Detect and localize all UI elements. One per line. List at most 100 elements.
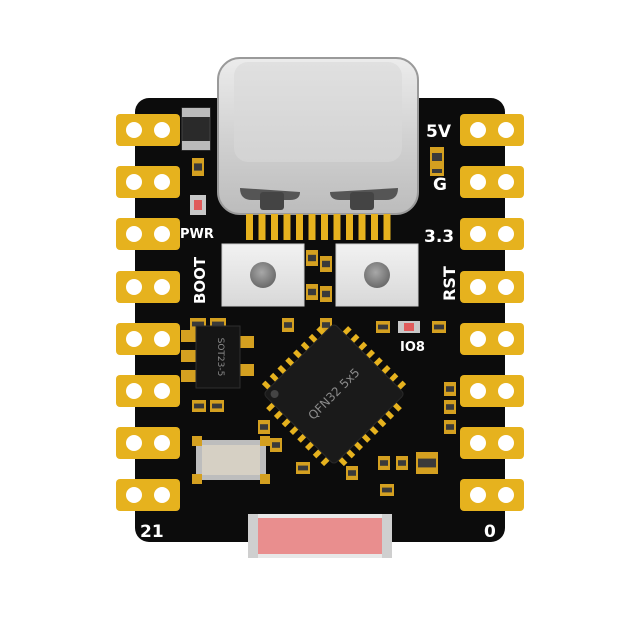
left-pin-hole: [126, 435, 142, 451]
usb-contact-pad: [271, 214, 278, 240]
qfn-pin: [312, 449, 322, 459]
qfn-pin: [365, 349, 376, 359]
left-pin-hole: [154, 487, 170, 503]
reset-button[interactable]: [335, 243, 419, 307]
usb-c-connector[interactable]: [217, 57, 419, 215]
right-pin-hole: [470, 122, 486, 138]
diode: [181, 107, 211, 151]
left-pin-hole: [126, 331, 142, 347]
right-pin-hole: [498, 383, 514, 399]
usb-contact-pad: [321, 214, 328, 240]
label-gnd: G: [433, 175, 447, 195]
smd-component-body: [298, 465, 308, 471]
qfn-pin: [269, 372, 279, 382]
right-pin-hole: [470, 331, 486, 347]
usb-contact-pad: [358, 214, 366, 240]
right-pin-pad: [460, 271, 524, 303]
left-pin-hole: [126, 487, 142, 503]
qfn-pin: [289, 425, 299, 436]
smd-component-body: [322, 260, 330, 268]
usb-contact-pad: [258, 214, 266, 240]
regulator-marking: SOT23-5: [215, 338, 225, 377]
left-pin-pad: [116, 114, 180, 146]
right-pin-pad: [460, 479, 524, 511]
qfn-pin: [350, 333, 360, 344]
left-pin-pad: [116, 166, 180, 198]
label-boot: BOOT: [191, 256, 209, 304]
qfn-pin: [377, 418, 387, 428]
qfn-pin: [285, 357, 295, 367]
smd-component-body: [284, 322, 292, 328]
smd-component-body: [446, 404, 454, 410]
right-pin-hole: [498, 174, 514, 190]
label-io8: IO8: [400, 340, 425, 355]
qfn-pin: [361, 433, 371, 443]
qfn-pin: [281, 418, 291, 428]
qfn-pin: [308, 333, 318, 344]
label-pwr: PWR: [180, 227, 214, 242]
qfn-pin: [389, 372, 399, 382]
qfn-pin: [316, 326, 326, 336]
right-pin-pad: [460, 375, 524, 407]
right-pin-header: [460, 114, 524, 511]
smd-component-body: [308, 288, 316, 296]
right-pin-hole: [498, 435, 514, 451]
usb-contact-pad: [346, 214, 353, 240]
qfn-pin: [342, 326, 352, 336]
left-pin-hole: [126, 122, 142, 138]
left-pin-hole: [126, 279, 142, 295]
left-pin-hole: [154, 279, 170, 295]
right-pin-pad: [460, 218, 524, 250]
right-pin-hole: [498, 122, 514, 138]
qfn-pin: [346, 449, 356, 459]
qfn-pin: [292, 349, 303, 359]
usb-contact-pad: [296, 214, 303, 240]
usb-contact-pad: [371, 214, 378, 240]
right-pin-hole: [470, 174, 486, 190]
smd-component-body: [194, 403, 204, 409]
power-led: [190, 195, 206, 215]
right-pin-hole: [470, 435, 486, 451]
smd-component-body: [446, 424, 454, 430]
io8-led: [398, 321, 420, 333]
smd-component-body: [398, 460, 406, 466]
smd-component-body: [382, 487, 392, 493]
smd-component-body: [192, 321, 204, 327]
voltage-regulator-chip: SOT23-5: [181, 325, 254, 389]
qfn-pin: [297, 433, 307, 443]
qfn-pin: [396, 380, 407, 390]
right-pin-hole: [470, 226, 486, 242]
left-pin-pad: [116, 479, 180, 511]
usb-contact-pad: [333, 214, 341, 240]
qfn-pin: [277, 365, 287, 375]
left-pin-pad: [116, 218, 180, 250]
smd-component-body: [432, 153, 442, 161]
right-pin-pad: [460, 166, 524, 198]
left-pin-hole: [154, 435, 170, 451]
smd-component-body: [434, 324, 444, 330]
smd-component-body: [418, 458, 436, 468]
usb-contact-pad: [308, 214, 316, 240]
left-pin-hole: [154, 331, 170, 347]
right-pin-pad: [460, 427, 524, 459]
qfn-pin: [305, 441, 315, 451]
smd-component-body: [446, 386, 454, 392]
smd-component-body: [380, 460, 388, 466]
left-pin-pad: [116, 271, 180, 303]
boot-button[interactable]: [221, 243, 305, 307]
smd-component-body: [194, 163, 202, 171]
right-pin-hole: [498, 331, 514, 347]
smd-component-body: [212, 403, 222, 409]
right-pin-hole: [470, 383, 486, 399]
qfn-pin: [392, 402, 402, 412]
left-pin-hole: [126, 174, 142, 190]
passive-components: [190, 147, 456, 496]
smd-component-body: [308, 254, 316, 262]
smd-component-body: [348, 470, 356, 476]
usb-contact-pad: [383, 214, 391, 240]
smd-component-body: [272, 442, 280, 448]
right-pin-pad: [460, 323, 524, 355]
qfn-pin: [261, 380, 272, 390]
left-pin-pad: [116, 323, 180, 355]
